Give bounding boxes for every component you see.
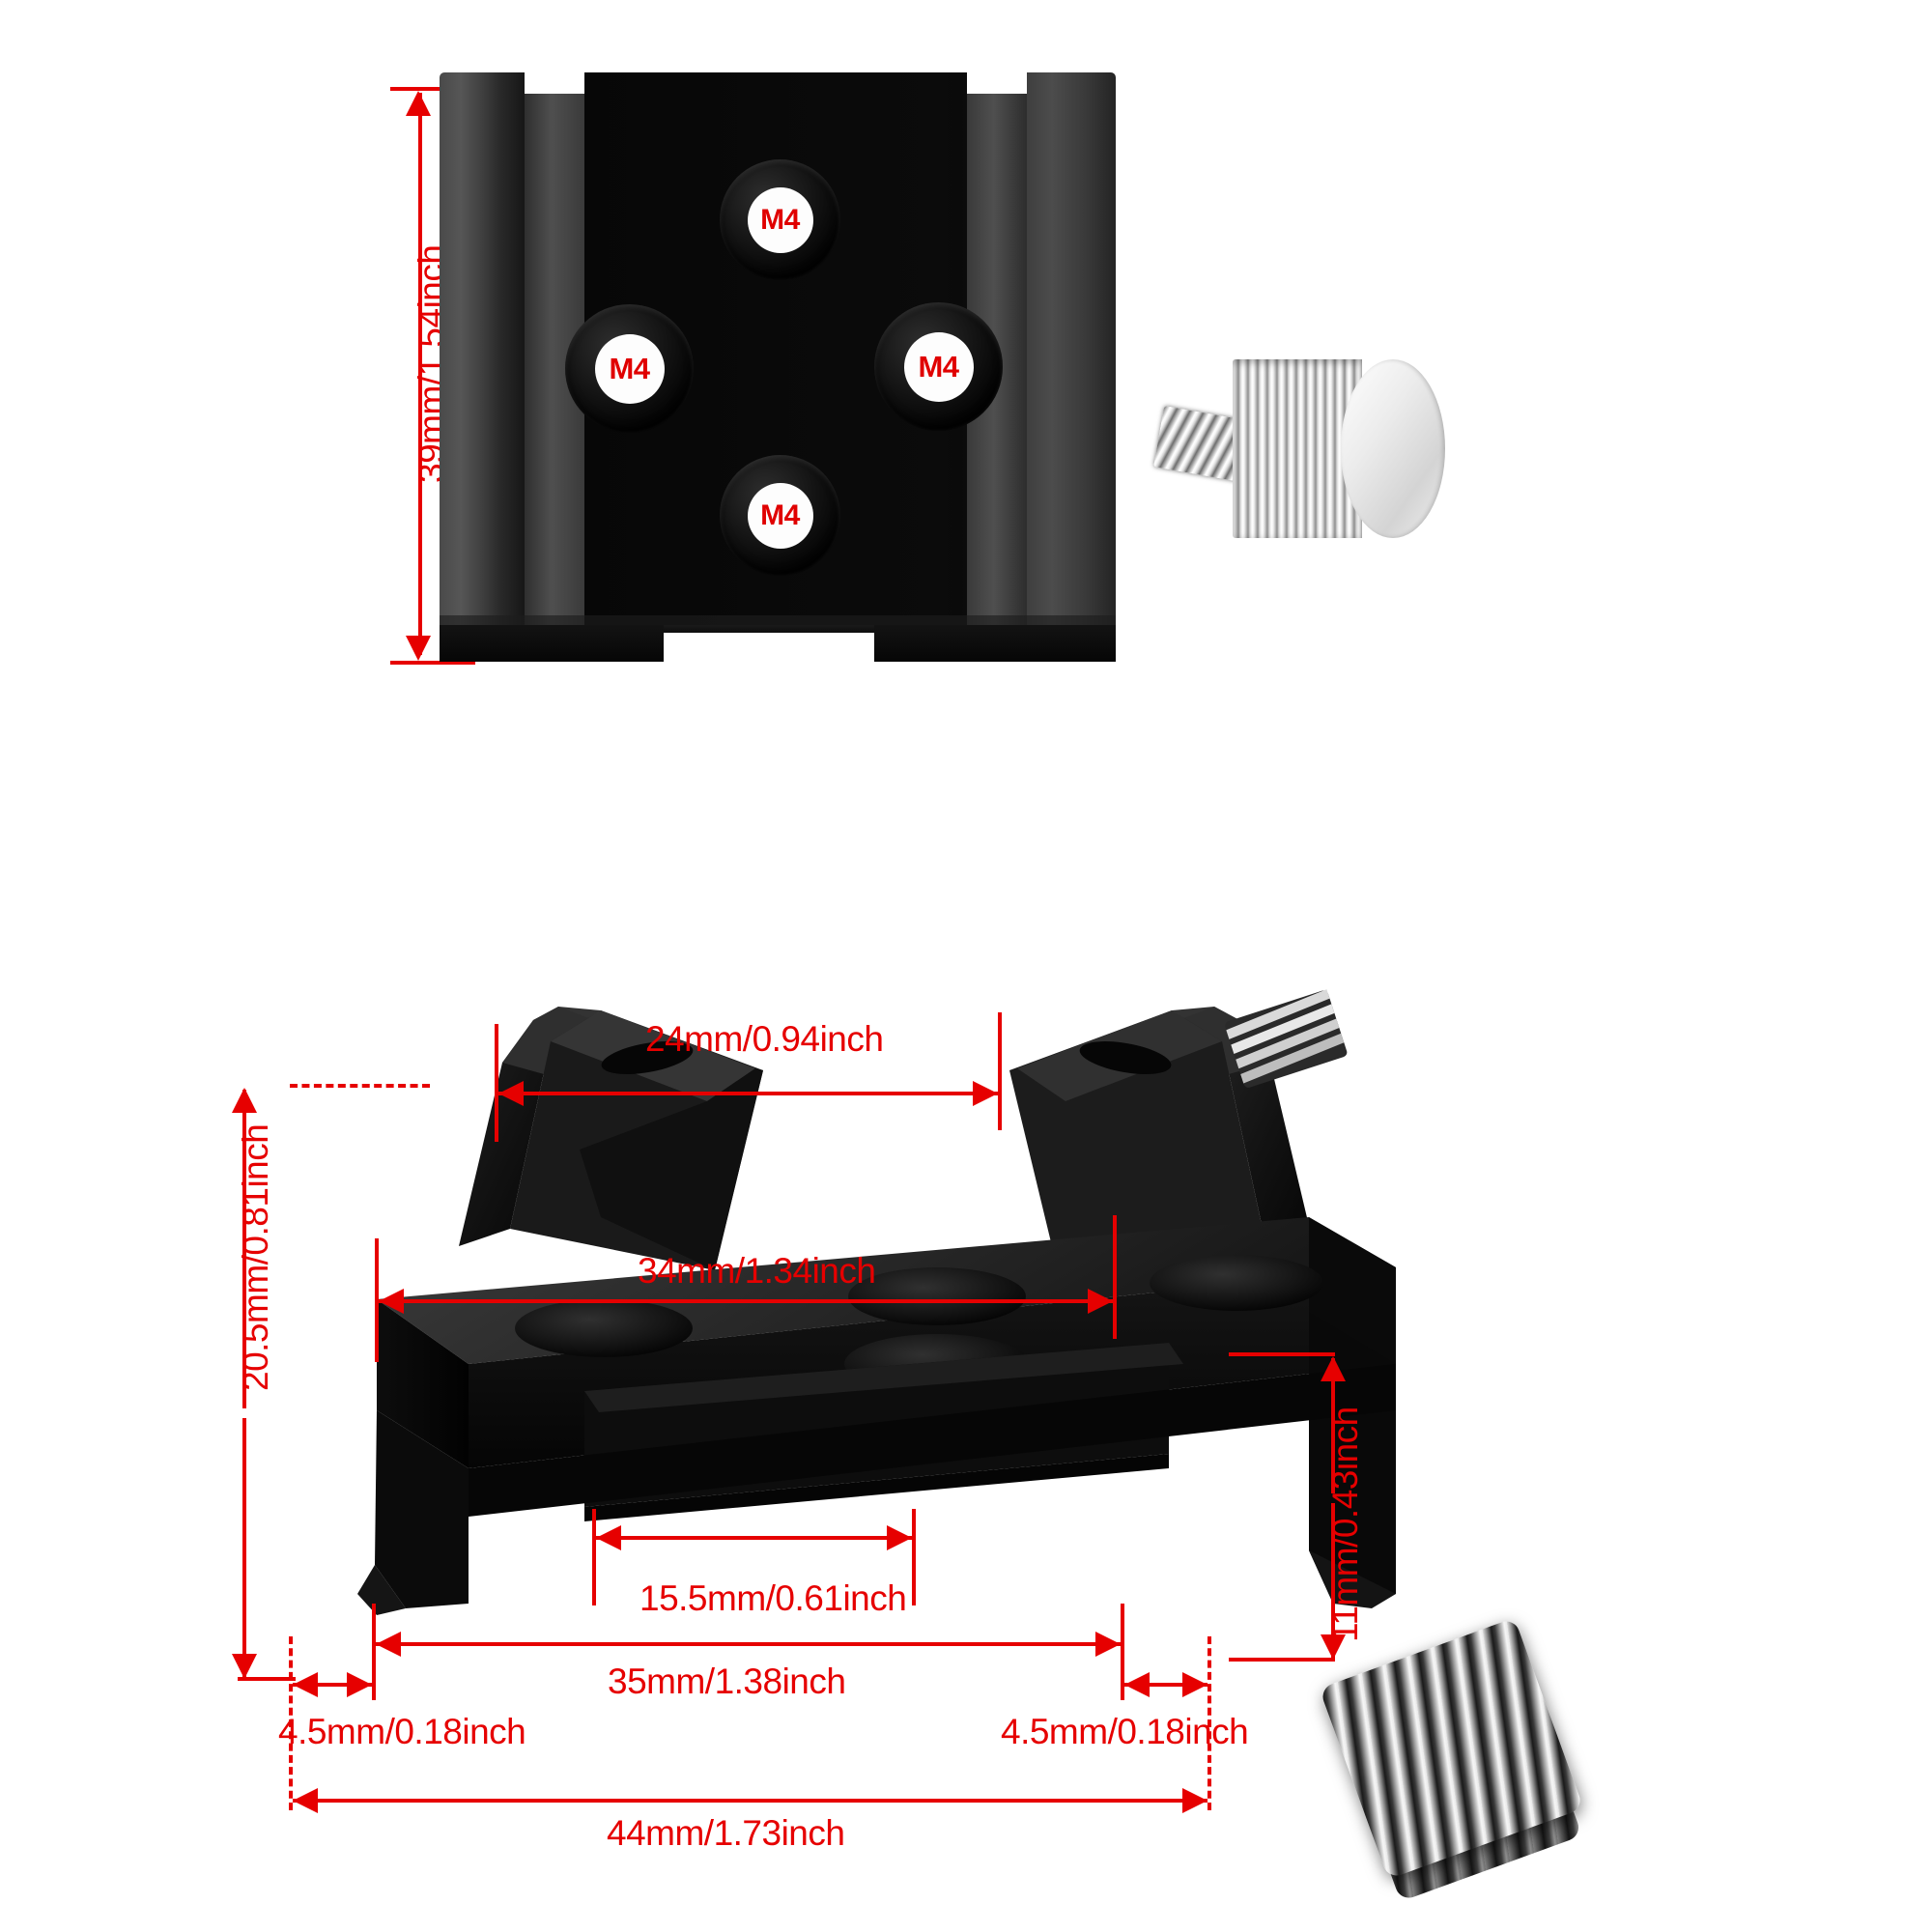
dimension-label-35mm: 35mm/1.38inch bbox=[608, 1662, 846, 1701]
bracket-perspective-body bbox=[261, 927, 1584, 1902]
m4-hole-left-label: M4 bbox=[594, 333, 665, 404]
thumbscrew-knob-silver[interactable] bbox=[1233, 359, 1445, 538]
knob-face bbox=[1341, 359, 1445, 538]
dovetail-arm-right bbox=[1009, 1007, 1314, 1270]
m4-hole-bottom-label: M4 bbox=[747, 482, 813, 549]
dimension-label-34mm: 34mm/1.34inch bbox=[638, 1251, 876, 1291]
m4-hole-bottom: M4 bbox=[720, 455, 840, 576]
knob-knurling bbox=[1233, 359, 1362, 538]
legs bbox=[357, 1312, 1396, 1615]
dimension-label-20-5mm: 20.5mm/0.81inch bbox=[236, 1123, 275, 1391]
bracket-perspective-svg bbox=[357, 989, 1396, 1615]
notch-top-left bbox=[525, 72, 584, 94]
m4-hole-top: M4 bbox=[720, 159, 840, 280]
thumbscrew-thread-shaft-perspective bbox=[1225, 989, 1348, 1088]
m4-hole-right: M4 bbox=[874, 302, 1003, 431]
m4-hole-top-label: M4 bbox=[747, 186, 813, 253]
notch-top-right bbox=[967, 72, 1027, 94]
dimension-label-24mm: 24mm/0.94inch bbox=[645, 1019, 884, 1059]
dovetail-arm-left bbox=[459, 1007, 763, 1270]
m4-hole-left: M4 bbox=[565, 304, 694, 433]
skirt-shadow bbox=[440, 615, 1116, 625]
m4-hole-right-label: M4 bbox=[903, 331, 974, 402]
bracket-front-body: M4 M4 M4 M4 bbox=[440, 72, 1116, 662]
dimension-label-4-5mm-left: 4.5mm/0.18inch bbox=[278, 1712, 526, 1751]
notch-bottom-center bbox=[664, 625, 874, 662]
dimension-label-15-5mm: 15.5mm/0.61inch bbox=[639, 1578, 907, 1618]
dimension-label-44mm: 44mm/1.73inch bbox=[607, 1813, 845, 1853]
dimension-label-4-5mm-right: 4.5mm/0.18inch bbox=[1001, 1712, 1249, 1751]
dimension-label-11mm: 11mm/0.43inch bbox=[1325, 1406, 1365, 1642]
